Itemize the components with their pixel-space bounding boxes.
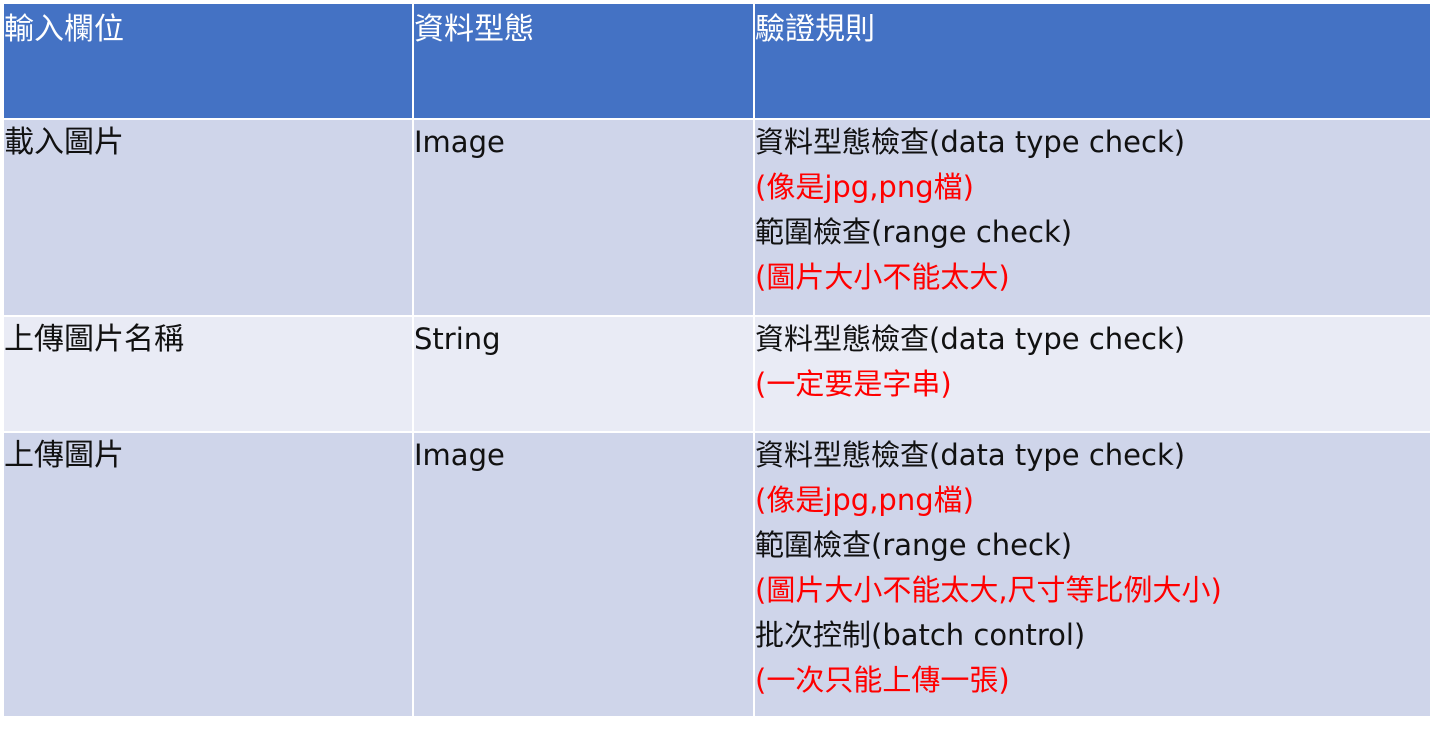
rule-note: (一定要是字串): [755, 367, 952, 401]
field-cell: 上傳圖片名稱: [2, 315, 414, 433]
table-row: 上傳圖片名稱 String 資料型態檢查(data type check) (一…: [2, 315, 1432, 433]
rules-cell: 資料型態檢查(data type check) (像是jpg,png檔) 範圍檢…: [753, 118, 1432, 317]
rule-note: (圖片大小不能太大,尺寸等比例大小): [755, 573, 1222, 607]
rule-line: 範圍檢查(range check): [755, 215, 1073, 249]
rule-note: (像是jpg,png檔): [755, 483, 974, 517]
rule-line: 資料型態檢查(data type check): [755, 125, 1186, 159]
rule-line: 範圍檢查(range check): [755, 528, 1073, 562]
rules-cell: 資料型態檢查(data type check) (一定要是字串): [753, 315, 1432, 433]
rule-note: (圖片大小不能太大): [755, 260, 1010, 294]
type-cell: Image: [412, 118, 755, 317]
rule-note: (像是jpg,png檔): [755, 170, 974, 204]
validation-rules-table: 輸入欄位 資料型態 驗證規則 載入圖片 Image 資料型態檢查(data ty…: [2, 2, 1432, 718]
field-cell: 載入圖片: [2, 118, 414, 317]
rules-cell: 資料型態檢查(data type check) (像是jpg,png檔) 範圍檢…: [753, 431, 1432, 718]
header-validation-rules: 驗證規則: [753, 2, 1432, 120]
type-cell: String: [412, 315, 755, 433]
field-cell: 上傳圖片: [2, 431, 414, 718]
rule-line: 資料型態檢查(data type check): [755, 438, 1186, 472]
table-row: 載入圖片 Image 資料型態檢查(data type check) (像是jp…: [2, 118, 1432, 317]
rule-note: (一次只能上傳一張): [755, 663, 1010, 697]
rule-line: 批次控制(batch control): [755, 618, 1086, 652]
table-header-row: 輸入欄位 資料型態 驗證規則: [2, 2, 1432, 120]
rule-line: 資料型態檢查(data type check): [755, 322, 1186, 356]
type-cell: Image: [412, 431, 755, 718]
header-data-type: 資料型態: [412, 2, 755, 120]
header-input-field: 輸入欄位: [2, 2, 414, 120]
table-row: 上傳圖片 Image 資料型態檢查(data type check) (像是jp…: [2, 431, 1432, 718]
